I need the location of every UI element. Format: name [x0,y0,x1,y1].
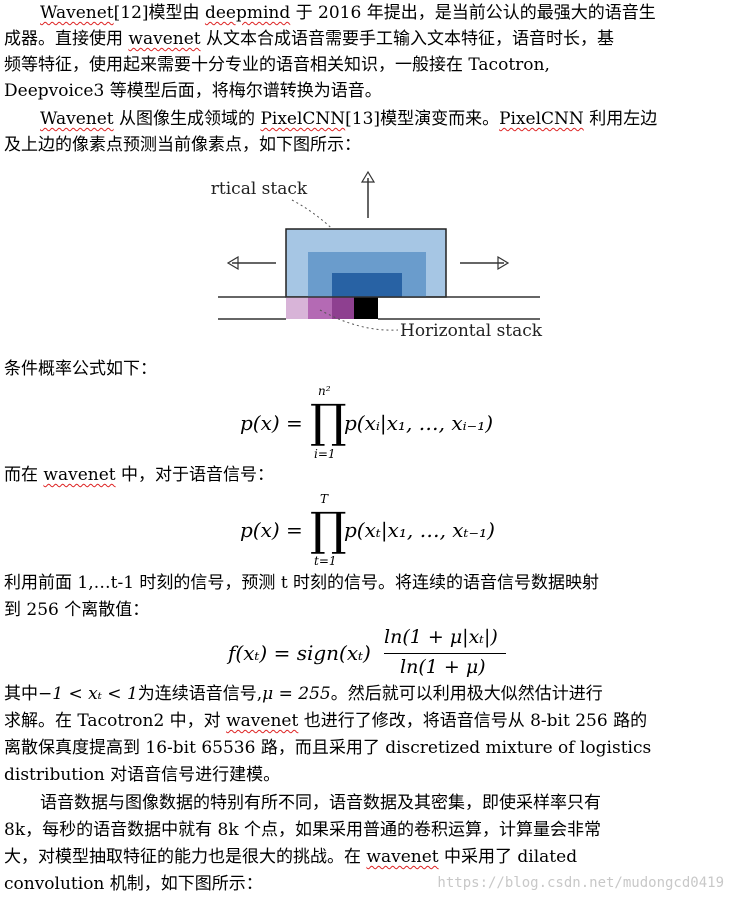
in-wavenet-text: 而在 wavenet 中，对于语音信号： [4,465,275,485]
para2-line1: Wavenet 从图像生成领域的 PixelCNN[13]模型演变而来。Pixe… [40,109,658,129]
up-arrowhead-icon [360,170,376,183]
vertical-stack-inner [332,273,402,297]
para2-line2: 及上边的像素点预测当前像素点，如下图所示： [4,135,361,155]
vertical-stack-label: Vertical stack [210,179,308,199]
product-symbol: ∏ [310,502,347,556]
product-symbol: ∏ [310,394,347,448]
para4-line1: 其中−1 < xₜ < 1为连续语音信号,μ = 255。然后就可以利用极大似然… [4,684,603,704]
para3-line2: 到 256 个离散值： [4,600,150,620]
horizontal-stack-cell-1 [286,297,308,319]
para5-line1: 语音数据与图像数据的特别有所不同，语音数据及其密集，即使采样率只有 [40,793,601,813]
fraction-bar [384,653,506,655]
term-wavenet: wavenet [128,29,201,49]
para1-line1: Wavenet[12]模型由 deepmind 于 2016 年提出，是当前公认… [40,3,656,23]
para4-line4: distribution 对语音信号进行建模。 [4,765,281,785]
term-deepmind: deepmind [204,3,291,23]
horizontal-stack-cell-4 [354,297,378,319]
para3-line1: 利用前面 1,…t-1 时刻的信号，预测 t 时刻的信号。将连续的语音信号数据映… [4,573,600,593]
horizontal-stack-cell-2 [308,297,332,319]
term-wavenet: Wavenet [40,3,114,23]
cond-prob-text: 条件概率公式如下： [4,359,157,379]
para1-line4: Deepvoice3 等模型后面，将梅尔谱转换为语音。 [4,81,382,101]
pixelcnn-figure: Vertical stack Horizontal stack [210,170,543,341]
right-arrowhead-icon [497,255,510,271]
para4-line3: 离散保真度提高到 16-bit 65536 路，而且采用了 discretize… [4,738,652,758]
para1-line3: 频等特征，使用起来需要十分专业的语音相关知识，一般接在 Tacotron, [4,55,550,75]
horizontal-stack-label: Horizontal stack [400,321,543,341]
watermark: https://blog.csdn.net/mudongcd0419 [437,875,724,891]
horizontal-stack-cell-3 [332,297,354,319]
para5-line3: 大，对模型抽取特征的能力也是很大的挑战。在 wavenet 中采用了 dilat… [4,847,578,867]
para5-line2: 8k，每秒的语音数据中就有 8k 个点，如果采用普通的卷积运算，计算量会非常 [4,820,602,840]
para1-line2: 成器。直接使用 wavenet 从文本合成语音需要手工输入文本特征，语音时长，基 [4,29,615,49]
para5-line4: convolution 机制，如下图所示： [4,874,263,894]
para4-line2: 求解。在 Tacotron2 中，对 wavenet 也进行了修改，将语音信号从… [4,711,648,731]
left-arrowhead-icon [226,255,239,271]
